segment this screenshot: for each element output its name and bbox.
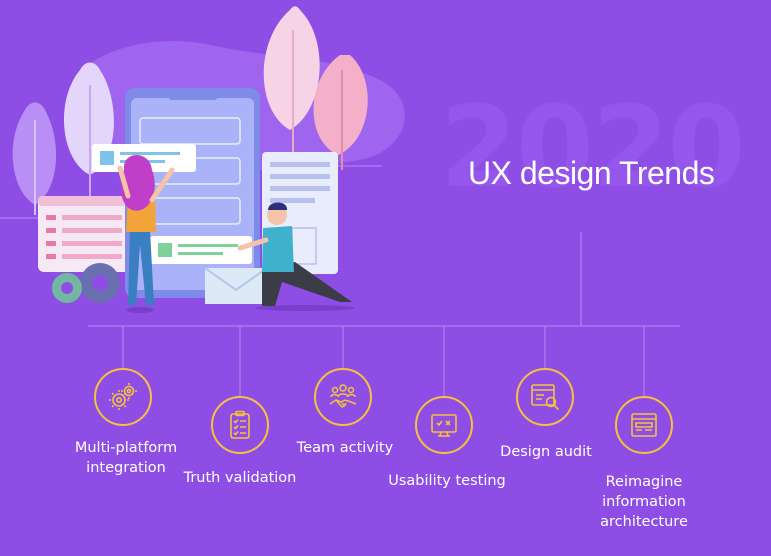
trend-label-3: Team activity (296, 440, 394, 456)
trend-label-4: Usability testing (388, 473, 506, 489)
trend-label-6: Reimagine information architecture (600, 474, 688, 530)
browser-layout-icon (615, 396, 673, 454)
browser-magnifier-icon (516, 368, 574, 426)
year-watermark: 2020 (440, 83, 746, 213)
team-handshake-icon (314, 368, 372, 426)
monitor-test-icon (415, 396, 473, 454)
trend-label-2: Truth validation (183, 470, 297, 486)
trend-label-1: Multi-platform integration (74, 440, 178, 476)
gears-icon (94, 368, 152, 426)
trend-label-5: Design audit (500, 444, 592, 460)
clipboard-checklist-icon (211, 396, 269, 454)
page-title: UX design Trends (468, 155, 715, 191)
